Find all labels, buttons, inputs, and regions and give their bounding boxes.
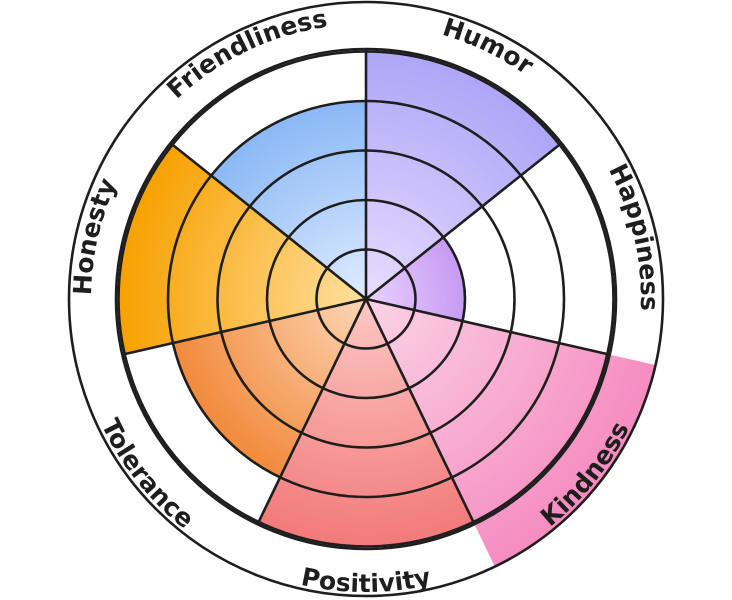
sector-honesty — [118, 144, 366, 355]
sector-humor — [366, 51, 560, 299]
grid-ring-6 — [67, 0, 665, 598]
spoke-5 — [121, 297, 367, 356]
category-label-positivity: Positivity — [299, 562, 433, 598]
spoke-4 — [256, 298, 368, 525]
spoke-3 — [364, 298, 476, 525]
sector-positivity — [258, 299, 474, 547]
category-label-tolerance: Tolerance — [96, 414, 200, 534]
grid-layer — [67, 0, 665, 598]
spoke-1 — [365, 142, 563, 301]
sector-friendliness — [211, 101, 366, 299]
spoke-2 — [365, 297, 611, 356]
category-label-friendliness: Friendliness — [161, 4, 329, 104]
sector-happiness — [366, 237, 465, 322]
spoke-6 — [169, 142, 367, 301]
